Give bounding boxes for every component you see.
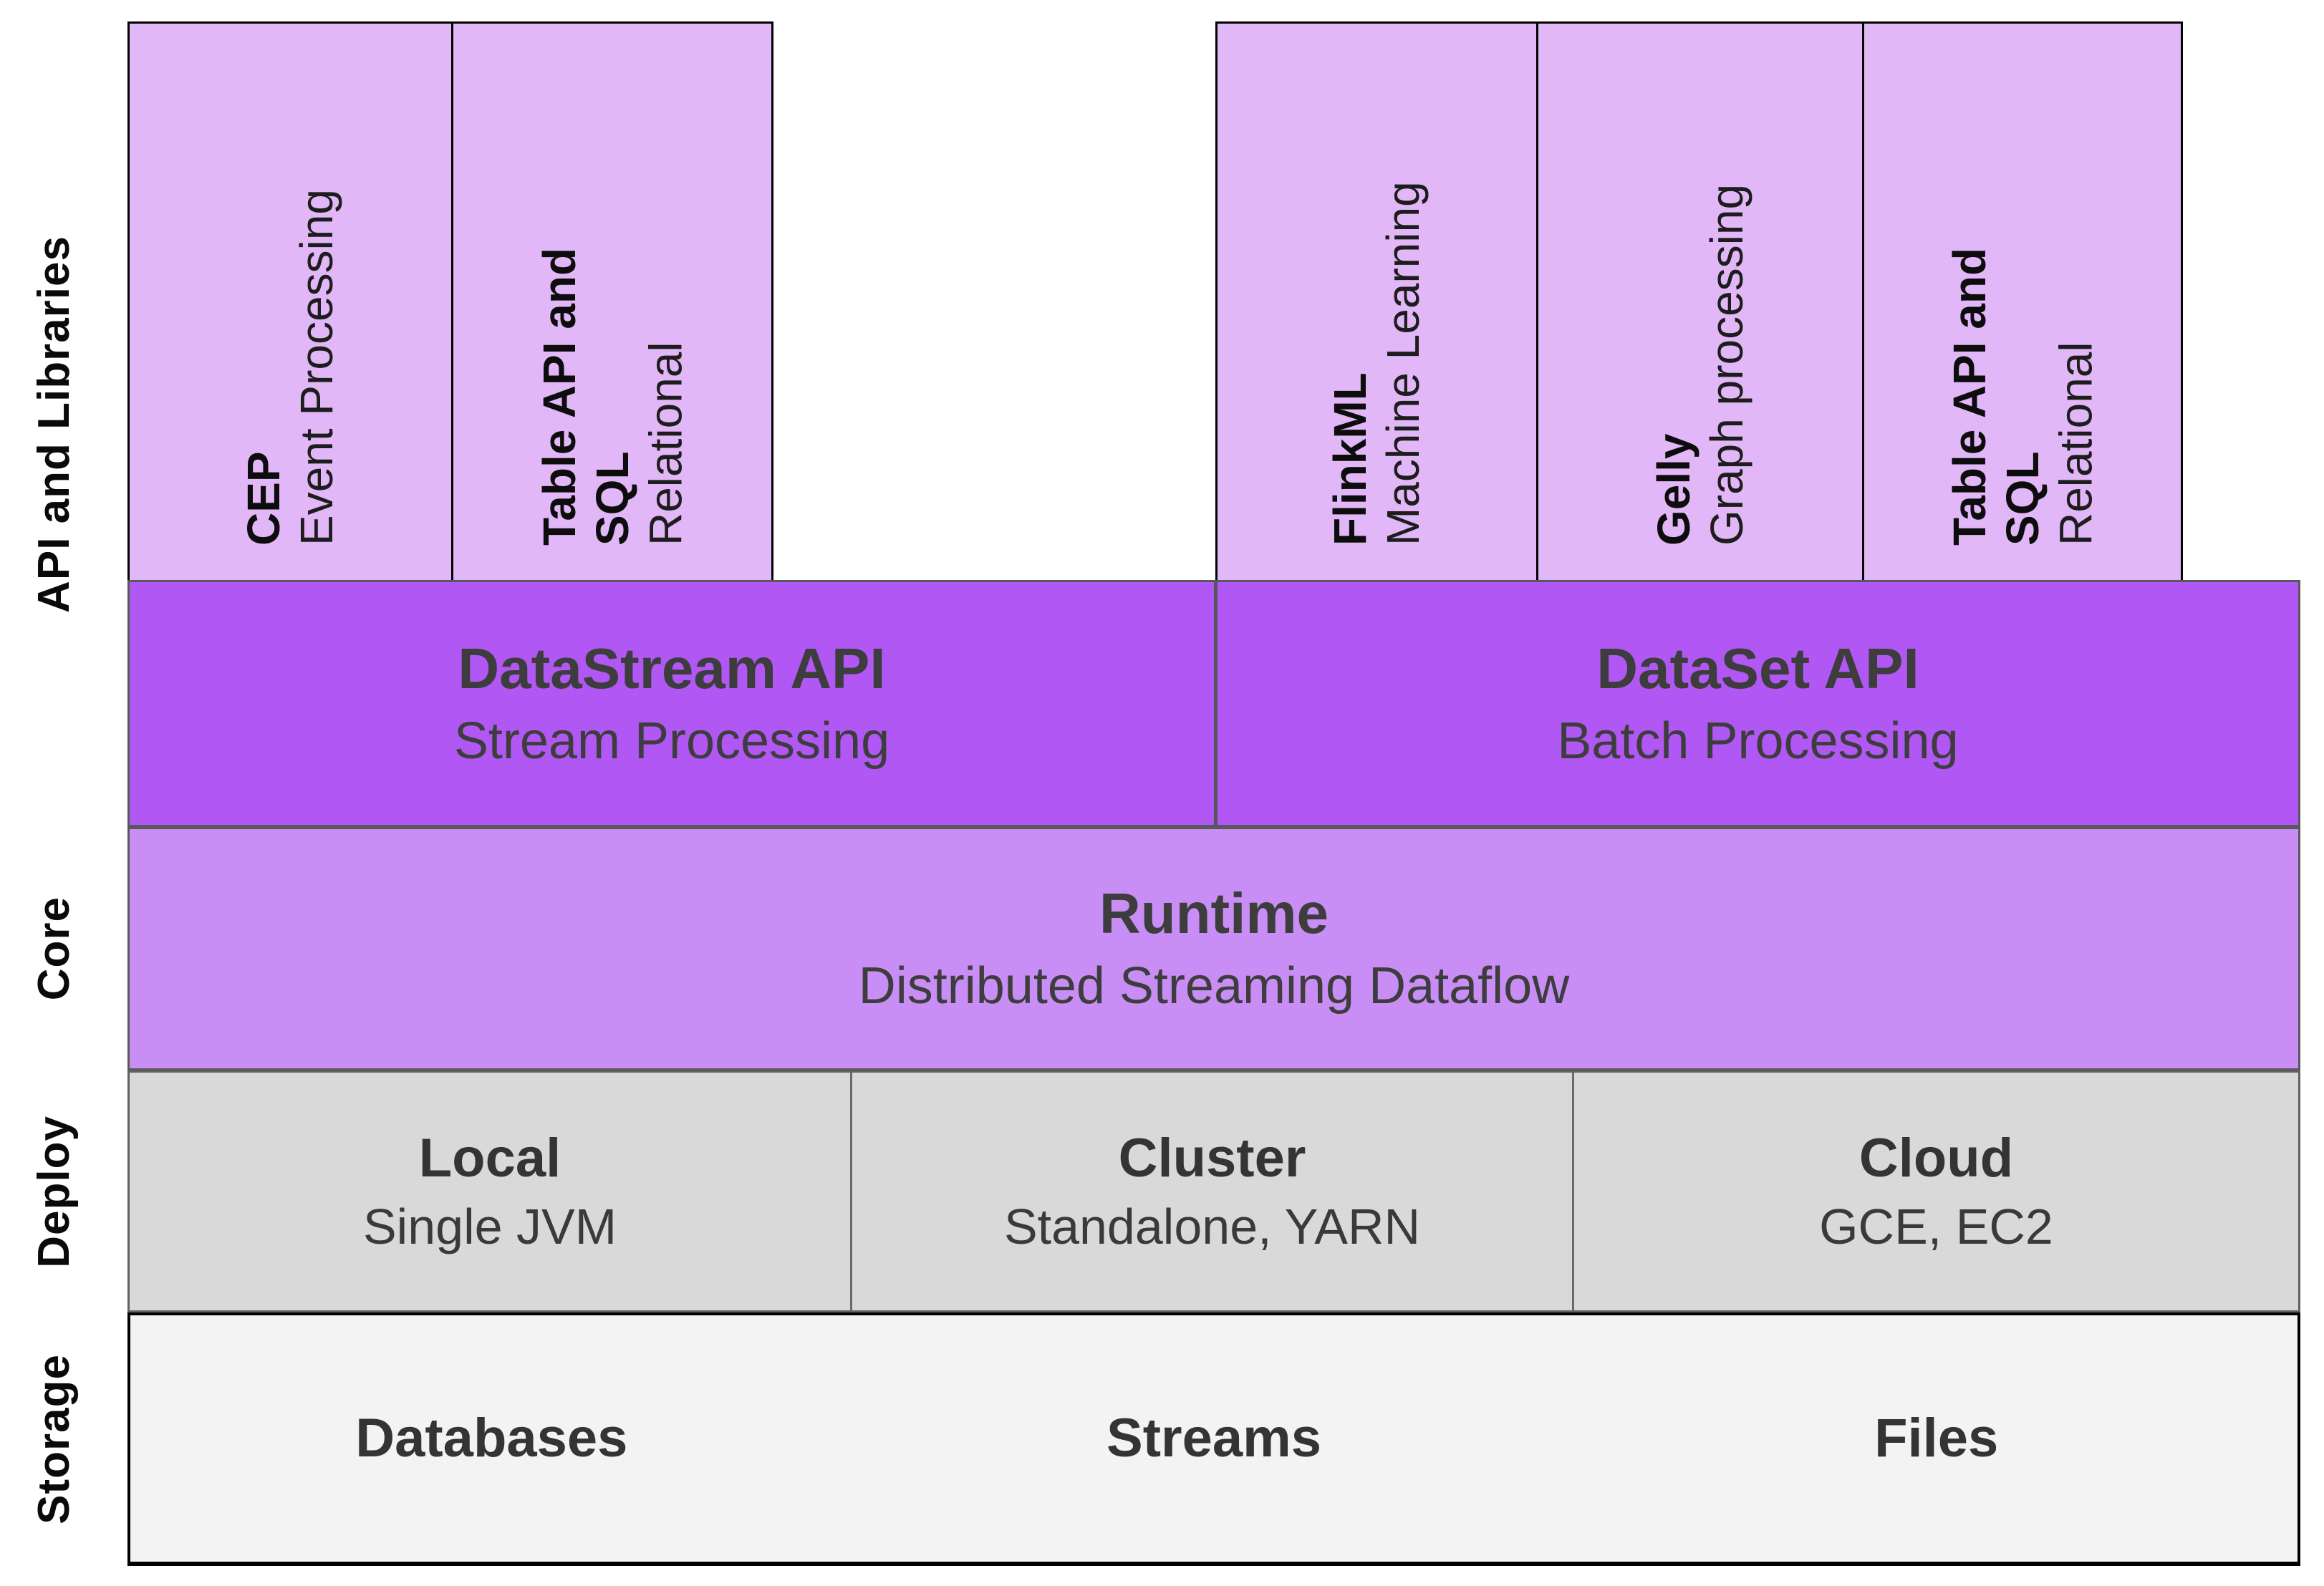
- runtime-row: Runtime Distributed Streaming Dataflow: [127, 827, 2300, 1070]
- side-label-api-and-libraries-text: API and Libraries: [29, 236, 79, 613]
- library-box-table-api-sql-batch: Table API and SQL Relational: [1862, 21, 2183, 582]
- library-desc: Relational: [2050, 342, 2102, 546]
- deploy-cluster-subtitle: Standalone, YARN: [1003, 1199, 1421, 1255]
- api-row: DataStream API Stream Processing DataSet…: [127, 580, 2300, 827]
- deploy-local-box: Local Single JVM: [130, 1073, 852, 1310]
- library-name-line2: SQL: [586, 451, 638, 546]
- library-name: FlinkML: [1324, 372, 1376, 546]
- library-name-line2: SQL: [1996, 451, 2048, 546]
- deploy-local-subtitle: Single JVM: [362, 1199, 617, 1255]
- library-name: Gelly: [1647, 433, 1699, 546]
- side-label-storage-text: Storage: [29, 1354, 79, 1524]
- deploy-cluster-box: Cluster Standalone, YARN: [852, 1073, 1574, 1310]
- deploy-cloud-box: Cloud GCE, EC2: [1574, 1073, 2298, 1310]
- side-label-storage: Storage: [0, 1312, 107, 1566]
- runtime-subtitle: Distributed Streaming Dataflow: [858, 957, 1570, 1015]
- datastream-api-subtitle: Stream Processing: [453, 712, 890, 770]
- library-name: CEP: [238, 451, 290, 546]
- storage-databases-label: Databases: [355, 1408, 628, 1469]
- library-box-gelly-text: Gelly Graph processing: [1647, 24, 1753, 580]
- deploy-cluster-title: Cluster: [1118, 1127, 1306, 1189]
- library-box-table-api-sql-stream-text: Table API and SQL Relational: [533, 24, 693, 580]
- deploy-local-title: Local: [418, 1127, 561, 1189]
- runtime-box: Runtime Distributed Streaming Dataflow: [130, 829, 2298, 1068]
- library-box-table-api-sql-batch-text: Table API and SQL Relational: [1943, 24, 2103, 580]
- datastream-api-box: DataStream API Stream Processing: [130, 582, 1218, 825]
- dataset-api-box: DataSet API Batch Processing: [1218, 582, 2298, 825]
- library-box-cep: CEP Event Processing: [127, 21, 453, 582]
- library-name: Table API and: [533, 247, 585, 546]
- library-desc: Relational: [640, 342, 692, 546]
- library-desc: Machine Learning: [1377, 181, 1429, 546]
- storage-databases-box: Databases: [130, 1315, 853, 1562]
- deploy-row: Local Single JVM Cluster Standalone, YAR…: [127, 1070, 2300, 1312]
- side-label-deploy-text: Deploy: [29, 1115, 79, 1268]
- library-box-flinkml-text: FlinkML Machine Learning: [1323, 24, 1429, 580]
- dataset-api-title: DataSet API: [1596, 636, 1919, 700]
- library-box-gelly: Gelly Graph processing: [1536, 21, 1864, 582]
- side-label-deploy: Deploy: [0, 1070, 107, 1312]
- runtime-title: Runtime: [1099, 881, 1329, 946]
- dataset-api-subtitle: Batch Processing: [1557, 712, 1959, 770]
- library-desc: Graph processing: [1701, 183, 1752, 546]
- library-box-flinkml: FlinkML Machine Learning: [1215, 21, 1538, 582]
- library-box-table-api-sql-stream: Table API and SQL Relational: [451, 21, 773, 582]
- library-desc: Event Processing: [291, 188, 343, 546]
- side-label-api-and-libraries: API and Libraries: [0, 21, 107, 827]
- side-label-core-text: Core: [29, 896, 79, 1001]
- storage-streams-box: Streams: [853, 1315, 1576, 1562]
- deploy-cloud-title: Cloud: [1858, 1127, 2014, 1189]
- datastream-api-title: DataStream API: [458, 636, 886, 700]
- storage-streams-label: Streams: [1106, 1408, 1321, 1469]
- deploy-cloud-subtitle: GCE, EC2: [1819, 1199, 2053, 1255]
- library-box-cep-text: CEP Event Processing: [237, 24, 343, 580]
- side-label-core: Core: [0, 827, 107, 1070]
- storage-row: Databases Streams Files: [127, 1312, 2300, 1566]
- storage-files-box: Files: [1575, 1315, 2298, 1562]
- storage-files-label: Files: [1874, 1408, 1999, 1469]
- library-name: Table API and: [1943, 247, 1995, 546]
